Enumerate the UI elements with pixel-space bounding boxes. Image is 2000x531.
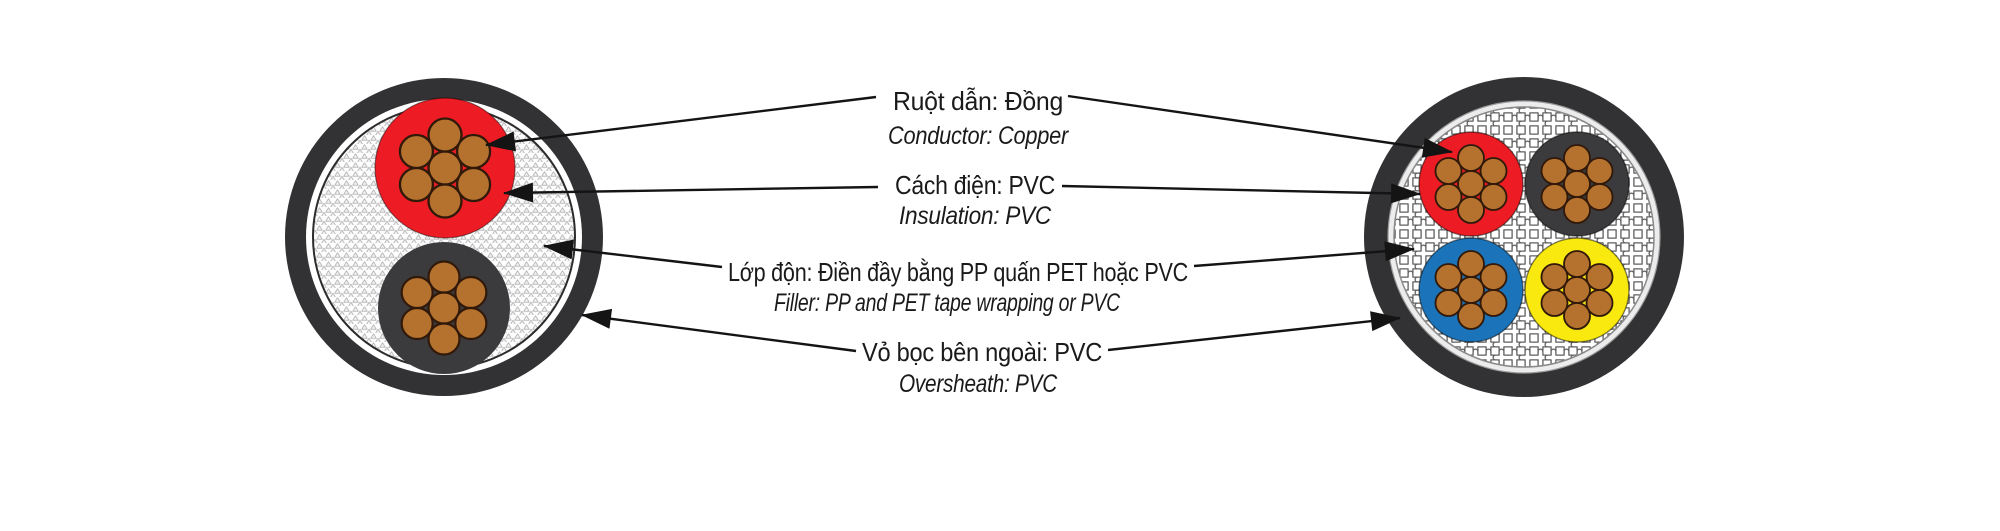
label-conductor-en: Conductor: Copper bbox=[888, 122, 1070, 150]
layer-labels: Ruột dẫn: Đồng Conductor: Copper Cách đi… bbox=[728, 86, 1188, 398]
right-core-red bbox=[1418, 131, 1524, 237]
right-filler-area bbox=[1393, 106, 1655, 368]
label-filler-vi: Lớp độn: Điền đầy bằng PP quấn PET hoặc … bbox=[728, 257, 1188, 287]
label-insulation-vi: Cách điện: PVC bbox=[895, 170, 1055, 200]
leader-filler-left-arrow bbox=[543, 239, 723, 269]
leader-conductor-right-arrow bbox=[1067, 94, 1453, 158]
label-oversheath-en: Oversheath: PVC bbox=[899, 370, 1058, 398]
left-core-red bbox=[374, 97, 516, 239]
label-filler: Lớp độn: Điền đầy bằng PP quấn PET hoặc … bbox=[728, 257, 1188, 317]
label-conductor-vi: Ruột dẫn: Đồng bbox=[893, 86, 1063, 116]
leader-insulation-right-arrow bbox=[1061, 183, 1421, 204]
label-insulation: Cách điện: PVC Insulation: PVC bbox=[895, 170, 1055, 230]
label-oversheath: Vỏ bọc bên ngoài: PVC Oversheath: PVC bbox=[862, 337, 1102, 398]
leader-filler-right-arrow bbox=[1193, 241, 1415, 268]
leader-oversheath-left-arrow bbox=[581, 308, 857, 353]
left-cable-cross-section bbox=[285, 78, 603, 396]
leader-conductor-left-arrow bbox=[485, 95, 877, 152]
label-filler-en: Filler: PP and PET tape wrapping or PVC bbox=[774, 289, 1121, 317]
leader-lines bbox=[485, 94, 1453, 353]
label-oversheath-vi: Vỏ bọc bên ngoài: PVC bbox=[862, 337, 1102, 367]
label-insulation-en: Insulation: PVC bbox=[899, 202, 1052, 230]
left-core-black bbox=[378, 242, 510, 374]
leader-oversheath-right-arrow bbox=[1107, 311, 1401, 352]
right-core-yellow bbox=[1524, 237, 1630, 343]
leader-insulation-left-arrow bbox=[503, 182, 879, 203]
right-core-blue bbox=[1418, 237, 1524, 343]
right-cable-cross-section bbox=[1364, 77, 1684, 397]
right-core-black bbox=[1524, 131, 1630, 237]
label-conductor: Ruột dẫn: Đồng Conductor: Copper bbox=[888, 86, 1070, 150]
